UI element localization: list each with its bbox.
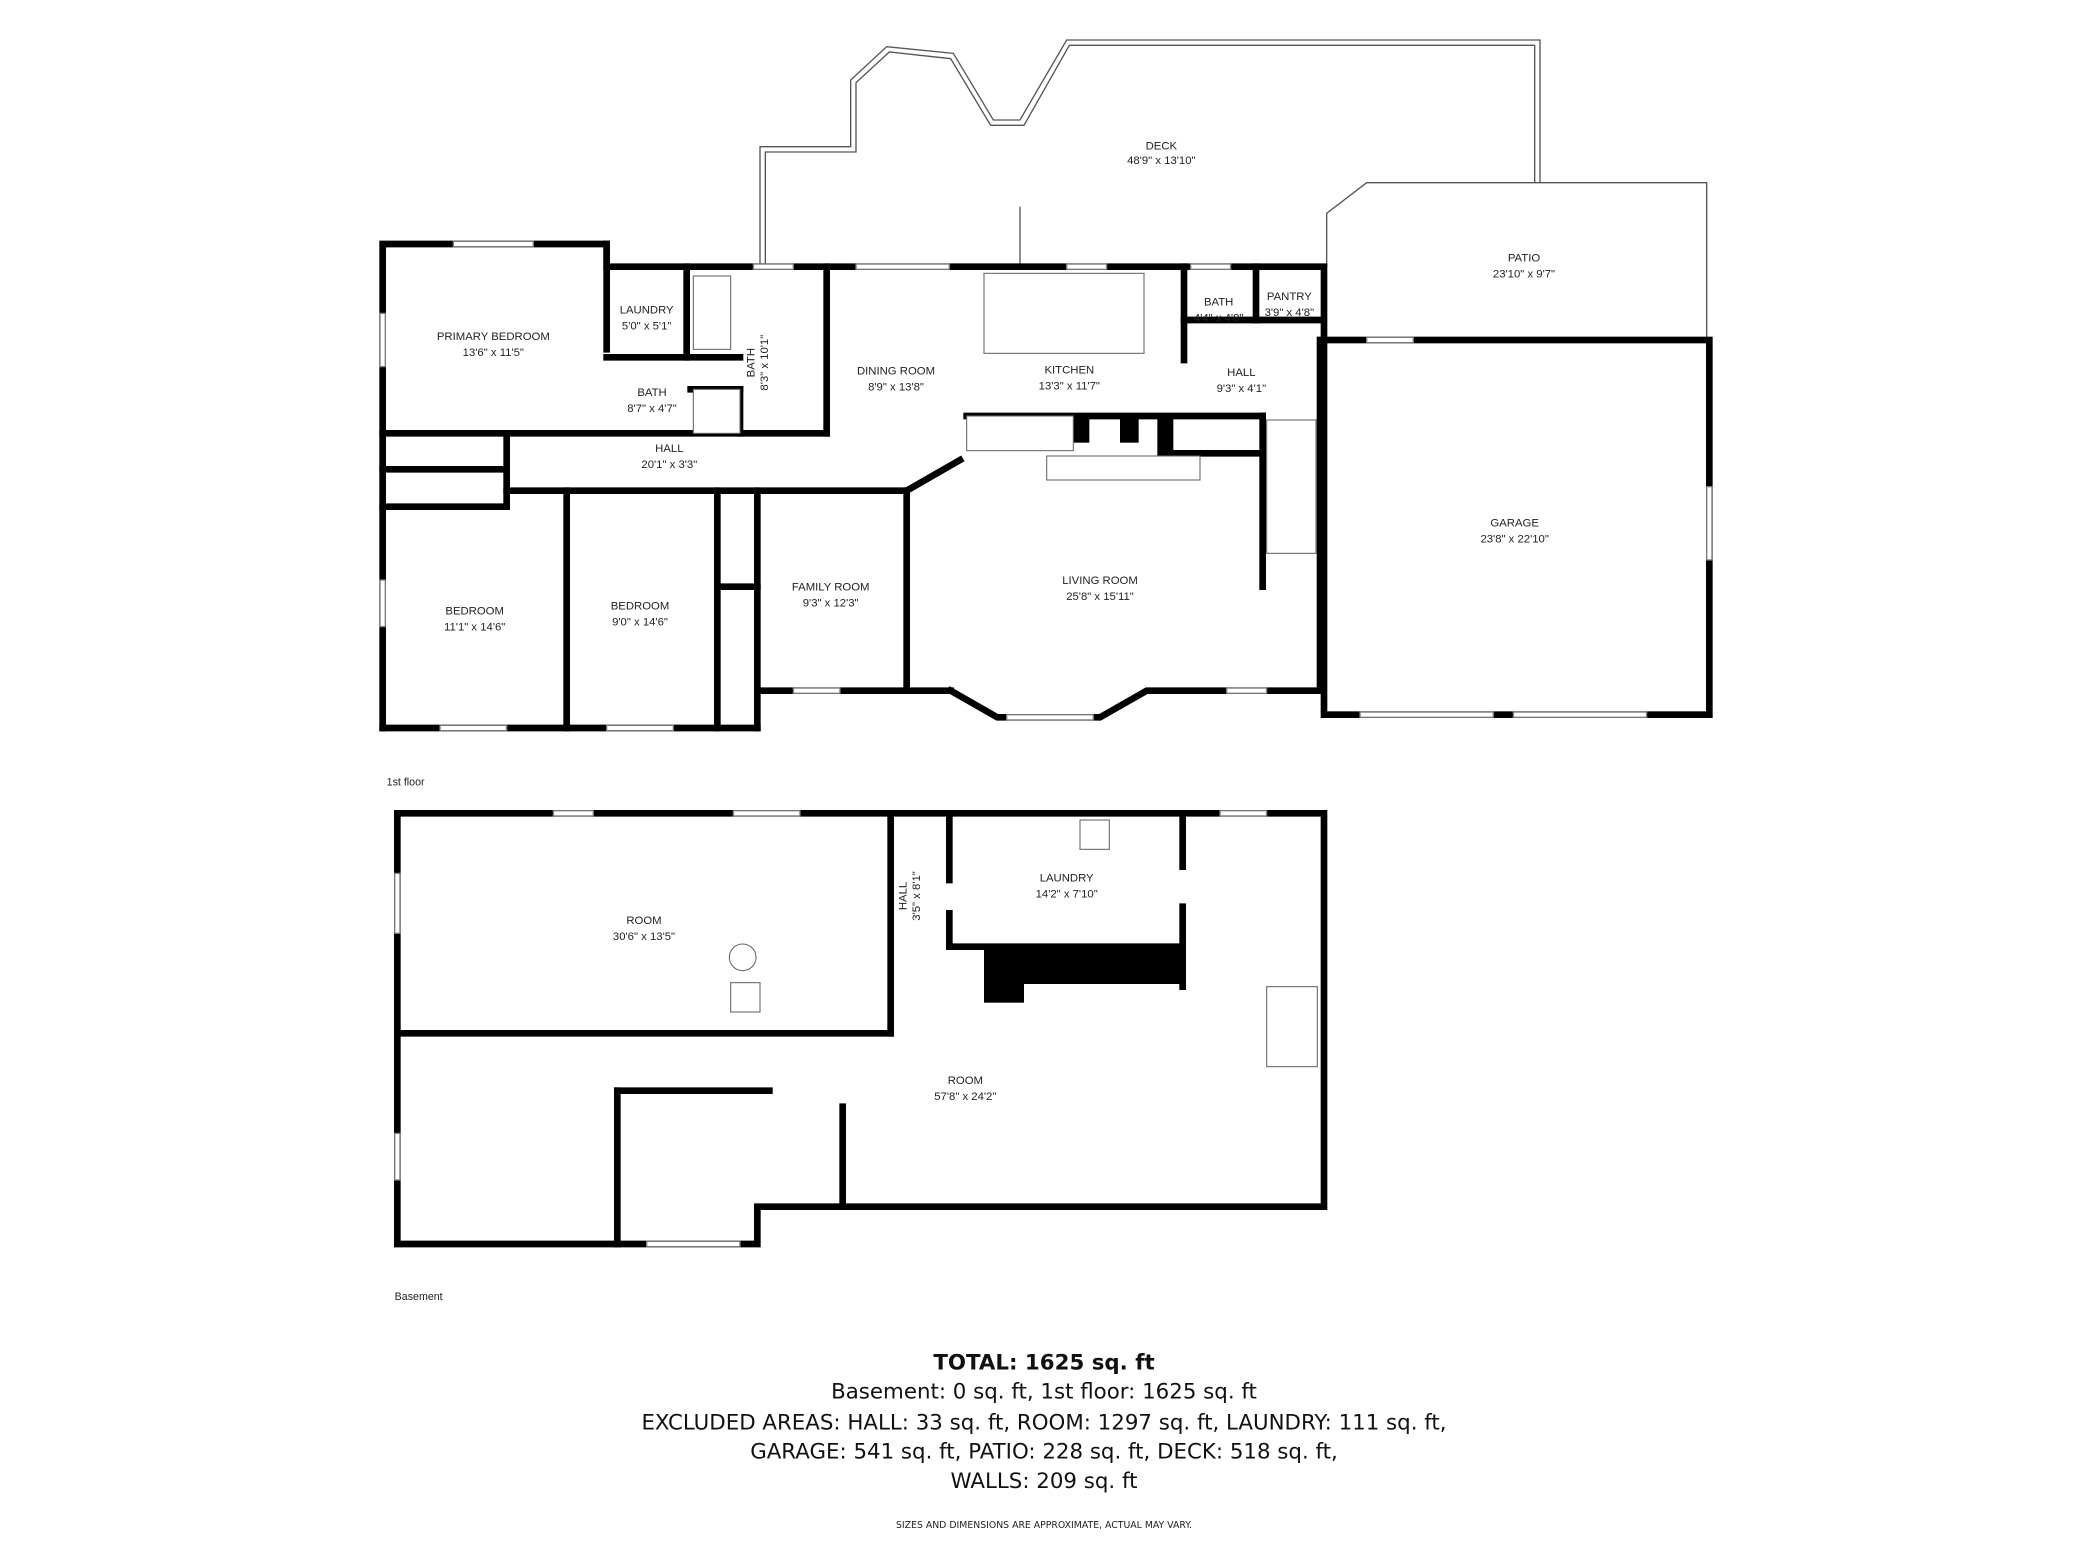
room-dims: 48'9" x 13'10" bbox=[1127, 155, 1195, 167]
room-dims: 3'5" x 8'1" bbox=[911, 871, 923, 921]
first-floor-labels: DECK 48'9" x 13'10" PATIO 23'10" x 9'7" … bbox=[387, 140, 1555, 788]
room-name: PANTRY bbox=[1267, 291, 1312, 303]
room-name: BEDROOM bbox=[611, 600, 670, 612]
room-name: DINING ROOM bbox=[857, 366, 935, 378]
room-name: FAMILY ROOM bbox=[792, 582, 870, 594]
room-dims: 8'3" x 10'1" bbox=[759, 335, 771, 391]
room-name: LAUNDRY bbox=[620, 304, 674, 316]
room-name: LAUNDRY bbox=[1040, 872, 1094, 884]
room-dims: 23'10" x 9'7" bbox=[1493, 268, 1555, 280]
area-summary: TOTAL: 1625 sq. ft Basement: 0 sq. ft, 1… bbox=[641, 1350, 1446, 1531]
total-area: TOTAL: 1625 sq. ft bbox=[933, 1350, 1154, 1375]
windows bbox=[379, 240, 1713, 732]
room-name: BATH bbox=[746, 348, 758, 377]
room-name: DECK bbox=[1146, 140, 1178, 152]
room-dims: 25'8" x 15'11" bbox=[1066, 591, 1134, 603]
basement-walls bbox=[394, 809, 1328, 1248]
room-name: HALL bbox=[898, 882, 910, 910]
room-dims: 8'9" x 13'8" bbox=[868, 382, 924, 394]
patio-outline bbox=[1326, 182, 1708, 340]
room-dims: 11'1" x 14'6" bbox=[444, 622, 505, 634]
room-dims: 9'3" x 4'1" bbox=[1217, 383, 1267, 395]
room-dims: 3'9" x 4'8" bbox=[1265, 307, 1315, 319]
excluded-areas-line-1: EXCLUDED AREAS: HALL: 33 sq. ft, ROOM: 1… bbox=[641, 1410, 1446, 1435]
room-dims: 4'4" x 4'8" bbox=[1194, 312, 1244, 324]
room-dims: 30'6" x 13'5" bbox=[613, 931, 675, 943]
excluded-areas-line-2: GARAGE: 541 sq. ft, PATIO: 228 sq. ft, D… bbox=[750, 1440, 1338, 1465]
room-dims: 13'6" x 11'5" bbox=[463, 347, 524, 359]
room-name: HALL bbox=[655, 443, 683, 455]
room-dims: 9'3" x 12'3" bbox=[803, 598, 859, 610]
room-name: PRIMARY BEDROOM bbox=[437, 331, 550, 343]
basement-labels: ROOM 30'6" x 13'5" HALL 3'5" x 8'1" LAUN… bbox=[395, 871, 1098, 1303]
room-name: BATH bbox=[637, 387, 666, 399]
deck-outline bbox=[759, 39, 1541, 267]
floor-label: 1st floor bbox=[387, 776, 425, 788]
room-name: LIVING ROOM bbox=[1062, 575, 1138, 587]
room-name: BEDROOM bbox=[445, 606, 504, 618]
floor-areas: Basement: 0 sq. ft, 1st floor: 1625 sq. … bbox=[831, 1380, 1257, 1405]
room-name: HALL bbox=[1227, 367, 1255, 379]
room-name: ROOM bbox=[948, 1075, 983, 1087]
first-floor-walls bbox=[379, 240, 1713, 732]
room-dims: 8'7" x 4'7" bbox=[627, 403, 677, 415]
room-name: BATH bbox=[1204, 296, 1233, 308]
disclaimer: SIZES AND DIMENSIONS ARE APPROXIMATE, AC… bbox=[896, 1520, 1192, 1531]
room-dims: 57'8" x 24'2" bbox=[934, 1091, 996, 1103]
room-dims: 20'1" x 3'3" bbox=[641, 459, 697, 471]
room-name: ROOM bbox=[626, 915, 661, 927]
room-dims: 23'8" x 22'10" bbox=[1480, 534, 1548, 546]
room-dims: 13'3" x 11'7" bbox=[1039, 380, 1100, 392]
room-dims: 14'2" x 7'10" bbox=[1036, 888, 1098, 900]
room-dims: 9'0" x 14'6" bbox=[612, 616, 668, 628]
room-name: KITCHEN bbox=[1044, 364, 1094, 376]
room-name: GARAGE bbox=[1490, 518, 1539, 530]
room-name: PATIO bbox=[1508, 252, 1540, 264]
room-dims: 5'0" x 5'1" bbox=[622, 320, 672, 332]
floor-label: Basement bbox=[395, 1291, 443, 1303]
walls-area: WALLS: 209 sq. ft bbox=[951, 1469, 1138, 1494]
